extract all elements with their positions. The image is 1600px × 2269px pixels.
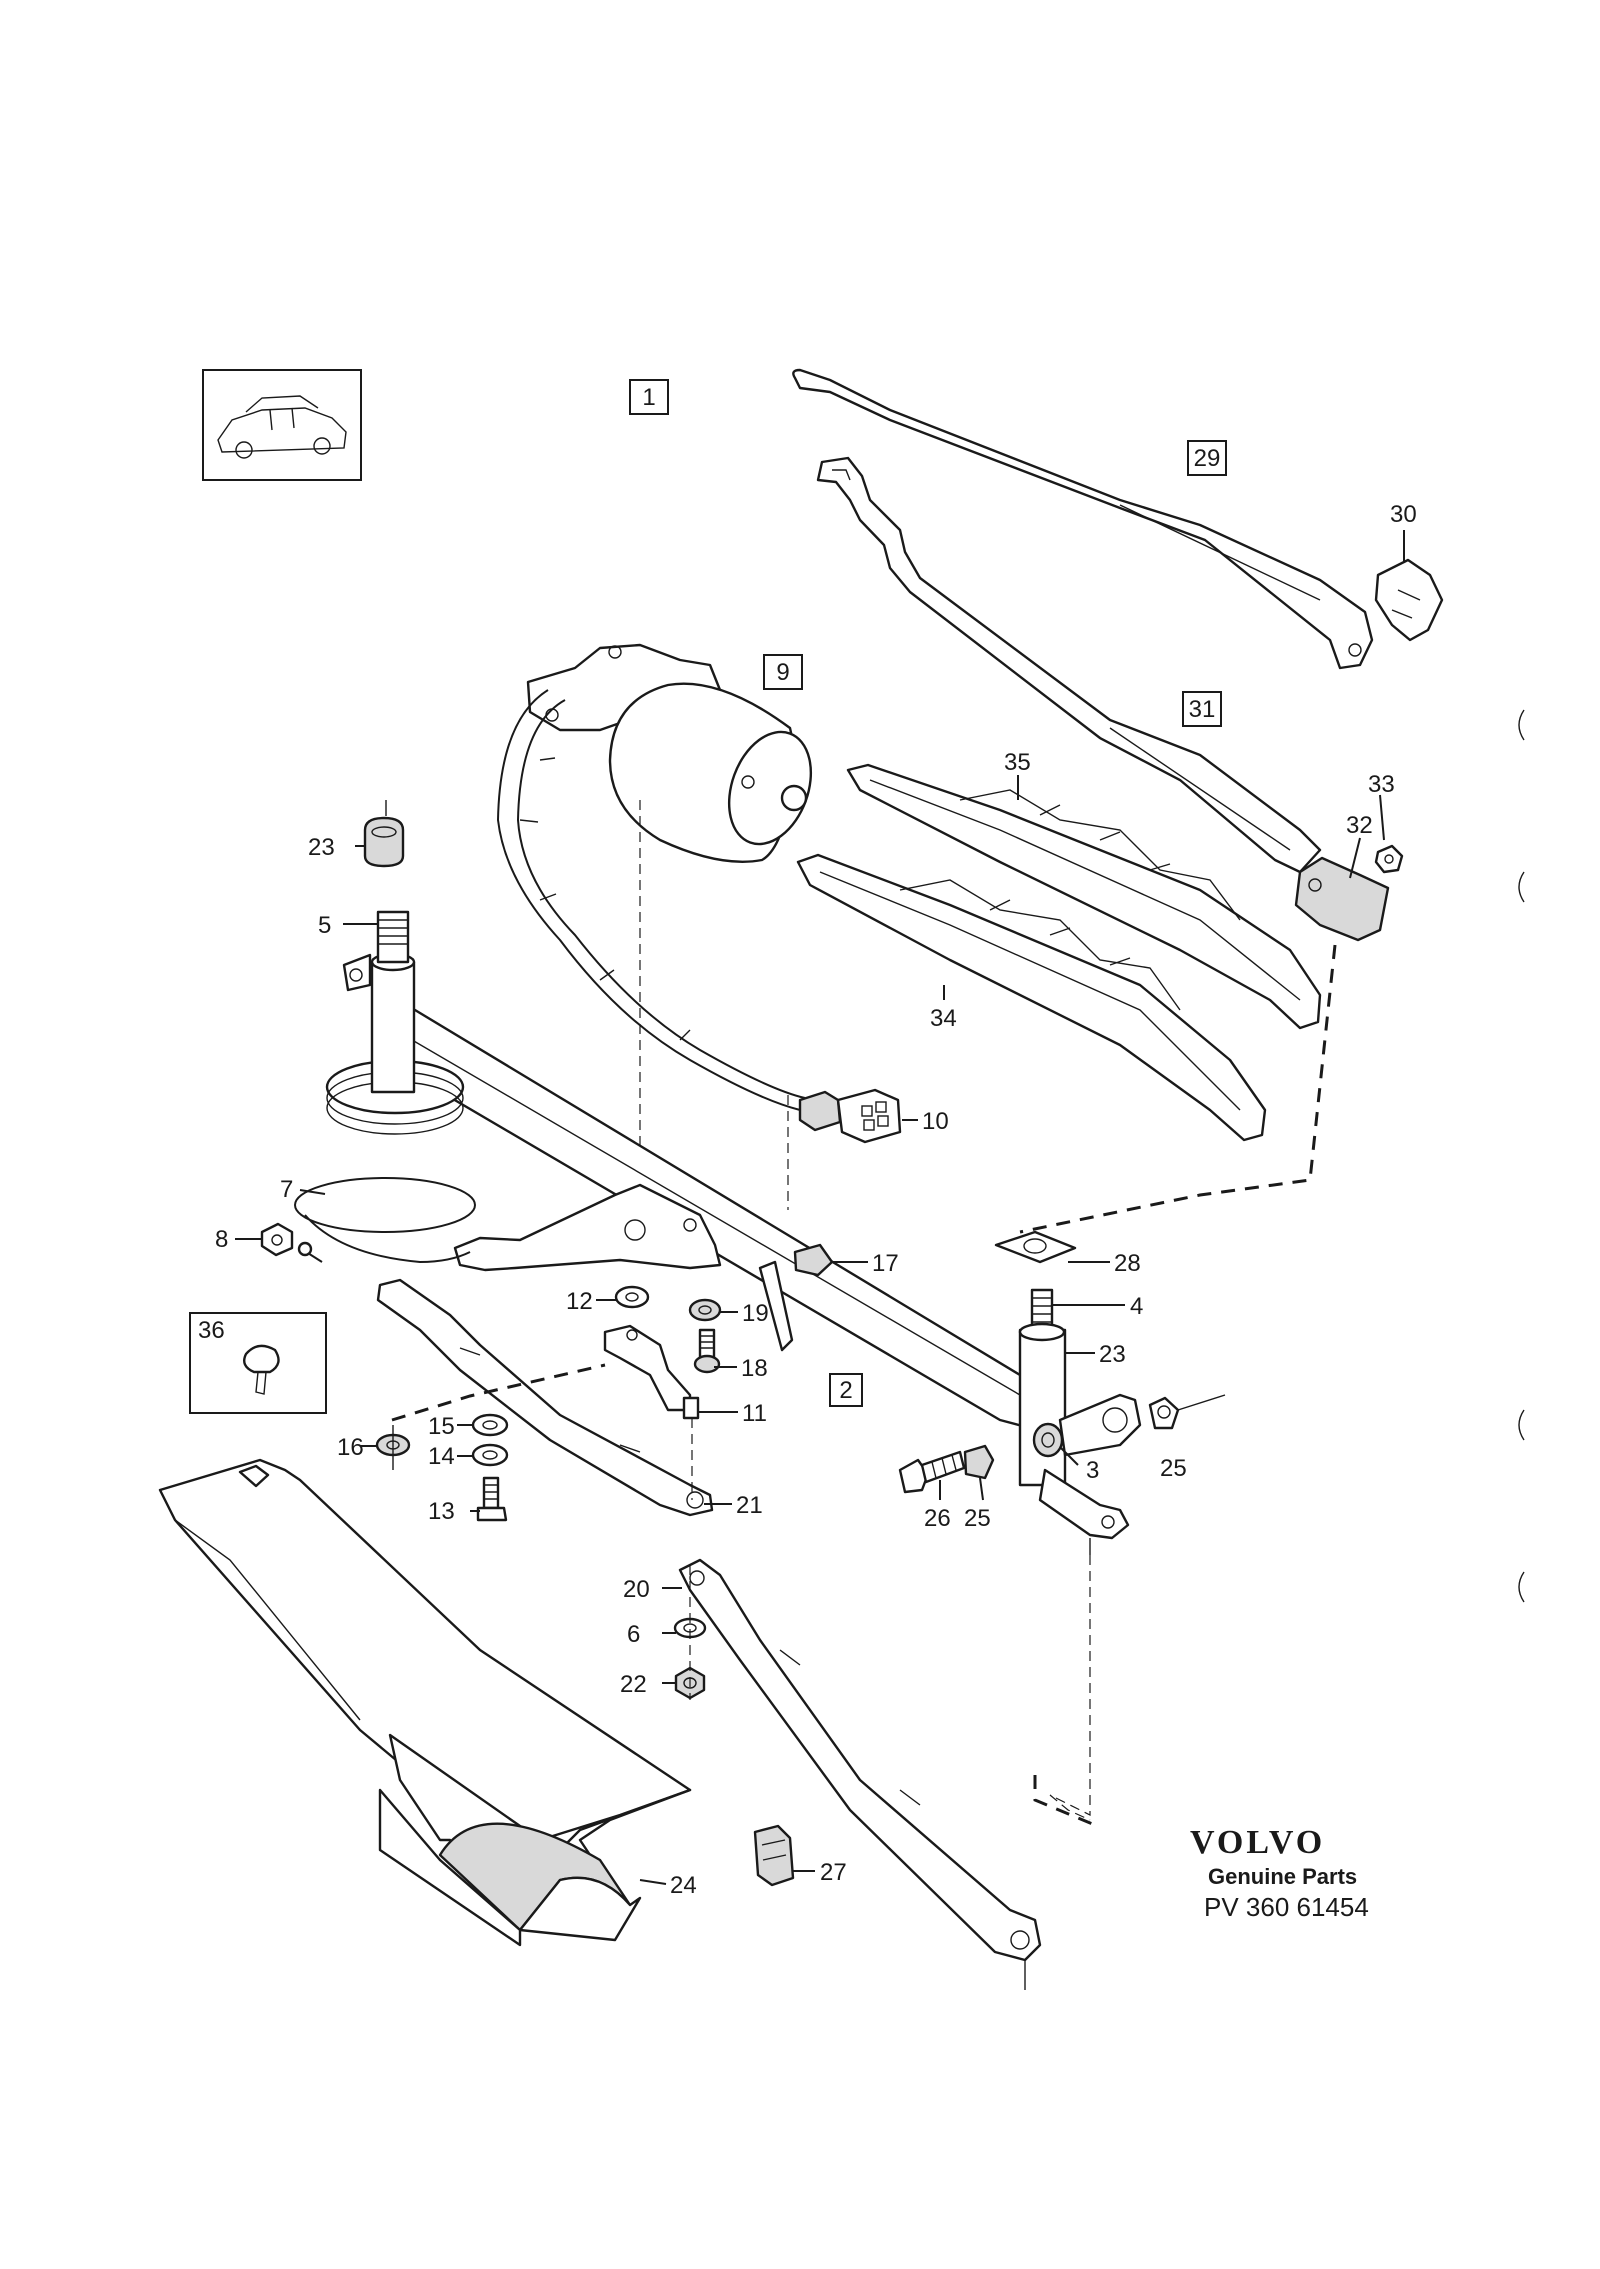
pivot-post-right bbox=[994, 1230, 1142, 1540]
pivot-right-vertical-line bbox=[1049, 1555, 1091, 1821]
bushing-25-axis bbox=[1177, 1394, 1226, 1411]
washer-19 bbox=[688, 1298, 722, 1322]
bushing-3 bbox=[1032, 1422, 1064, 1458]
leader-lines bbox=[235, 530, 1405, 1885]
blade-to-pivot-dashed-line bbox=[1019, 944, 1337, 1234]
callout-12: 12 bbox=[566, 1288, 593, 1315]
box-label-9: 9 bbox=[763, 654, 803, 690]
callout-16: 16 bbox=[337, 1434, 364, 1461]
bolt-26 bbox=[898, 1450, 966, 1494]
scan-marks bbox=[1518, 709, 1525, 1603]
callout-10: 10 bbox=[922, 1108, 949, 1135]
clip-27 bbox=[753, 1824, 795, 1887]
callout-4: 4 bbox=[1130, 1293, 1143, 1320]
motor-wiring-harness bbox=[496, 689, 806, 1111]
box-label-31: 31 bbox=[1182, 691, 1222, 727]
callout-22: 22 bbox=[620, 1671, 647, 1698]
link-rod-21 bbox=[376, 1278, 714, 1517]
washer-14 bbox=[471, 1443, 509, 1467]
tie-wrap bbox=[758, 1260, 794, 1352]
svg-text:9: 9 bbox=[776, 659, 789, 686]
svg-text:2: 2 bbox=[839, 1377, 852, 1404]
box-label-1: 1 bbox=[629, 379, 669, 415]
callout-13: 13 bbox=[428, 1498, 455, 1525]
bushing-25-left bbox=[963, 1444, 995, 1480]
callout-27: 27 bbox=[820, 1859, 847, 1886]
callout-17: 17 bbox=[872, 1250, 899, 1277]
connector-10 bbox=[798, 1088, 902, 1144]
callout-28: 28 bbox=[1114, 1250, 1141, 1277]
wiper-blade-34 bbox=[796, 853, 1267, 1142]
callout-14: 14 bbox=[428, 1443, 455, 1470]
pivot-post-left bbox=[325, 910, 465, 1135]
callout-35: 35 bbox=[1004, 749, 1031, 776]
washer-12 bbox=[614, 1285, 650, 1309]
cover-24 bbox=[158, 1458, 692, 1947]
wiper-blade-35 bbox=[846, 763, 1322, 1030]
callout-15: 15 bbox=[428, 1413, 455, 1440]
callout-24: 24 bbox=[670, 1872, 697, 1899]
cable-7 bbox=[294, 1177, 476, 1264]
callout-5: 5 bbox=[318, 912, 331, 939]
brand-block: VOLVO Genuine Parts PV 360 61454 bbox=[1190, 1824, 1369, 1922]
svg-text:31: 31 bbox=[1189, 696, 1216, 723]
wiper-arm-29 bbox=[792, 368, 1374, 670]
nut-33 bbox=[1374, 844, 1404, 874]
wiper-mount-32 bbox=[1294, 856, 1390, 942]
wiper-motor-9 bbox=[526, 643, 813, 863]
bolt-13 bbox=[476, 1476, 508, 1522]
callout-18: 18 bbox=[741, 1355, 768, 1382]
callout-30: 30 bbox=[1390, 501, 1417, 528]
wiper-arm-31 bbox=[816, 456, 1322, 874]
callout-3: 3 bbox=[1086, 1457, 1099, 1484]
wiper-cap-30 bbox=[1374, 558, 1444, 642]
brand-logo: VOLVO bbox=[1190, 1824, 1325, 1861]
callout-25-right: 25 bbox=[1160, 1455, 1187, 1482]
cap-23-left bbox=[363, 816, 405, 868]
callout-11: 11 bbox=[742, 1400, 767, 1427]
callout-33: 33 bbox=[1368, 771, 1395, 798]
callout-20: 20 bbox=[623, 1576, 650, 1603]
bushing-25-right bbox=[1148, 1396, 1180, 1430]
callout-19: 19 bbox=[742, 1300, 769, 1327]
motor-mount-bracket bbox=[453, 1183, 722, 1272]
vehicle-thumbnail bbox=[202, 369, 362, 481]
box-label-36: 36 bbox=[189, 1312, 327, 1414]
screw-18 bbox=[693, 1328, 721, 1374]
brand-subtitle: Genuine Parts bbox=[1208, 1864, 1357, 1889]
pivot-right-dashed-line bbox=[1033, 1775, 1096, 1827]
callout-32: 32 bbox=[1346, 812, 1373, 839]
washer-15 bbox=[471, 1413, 509, 1437]
callout-26: 26 bbox=[924, 1505, 951, 1532]
cable-clip-17 bbox=[793, 1243, 834, 1277]
callout-21: 21 bbox=[736, 1492, 763, 1519]
bracket-11 bbox=[603, 1324, 700, 1420]
link-rod-lower bbox=[678, 1558, 1042, 1962]
callout-7: 7 bbox=[280, 1176, 293, 1203]
callout-25-left: 25 bbox=[964, 1505, 991, 1532]
grommet-dashed-line bbox=[391, 1363, 606, 1422]
box-label-2: 2 bbox=[829, 1373, 863, 1407]
nut-8 bbox=[260, 1222, 294, 1257]
box-label-29: 29 bbox=[1187, 440, 1227, 476]
callout-23-right: 23 bbox=[1099, 1341, 1126, 1368]
callout-labels: 23 5 7 8 30 35 33 32 34 10 17 28 12 19 1… bbox=[215, 501, 1417, 1899]
callout-8: 8 bbox=[215, 1226, 228, 1253]
svg-text:29: 29 bbox=[1194, 445, 1221, 472]
callout-23-left: 23 bbox=[308, 834, 335, 861]
callout-34: 34 bbox=[930, 1005, 957, 1032]
brand-part-code: PV 360 61454 bbox=[1204, 1892, 1369, 1922]
svg-text:1: 1 bbox=[642, 384, 655, 411]
svg-text:36: 36 bbox=[198, 1317, 225, 1344]
callout-6: 6 bbox=[627, 1621, 640, 1648]
